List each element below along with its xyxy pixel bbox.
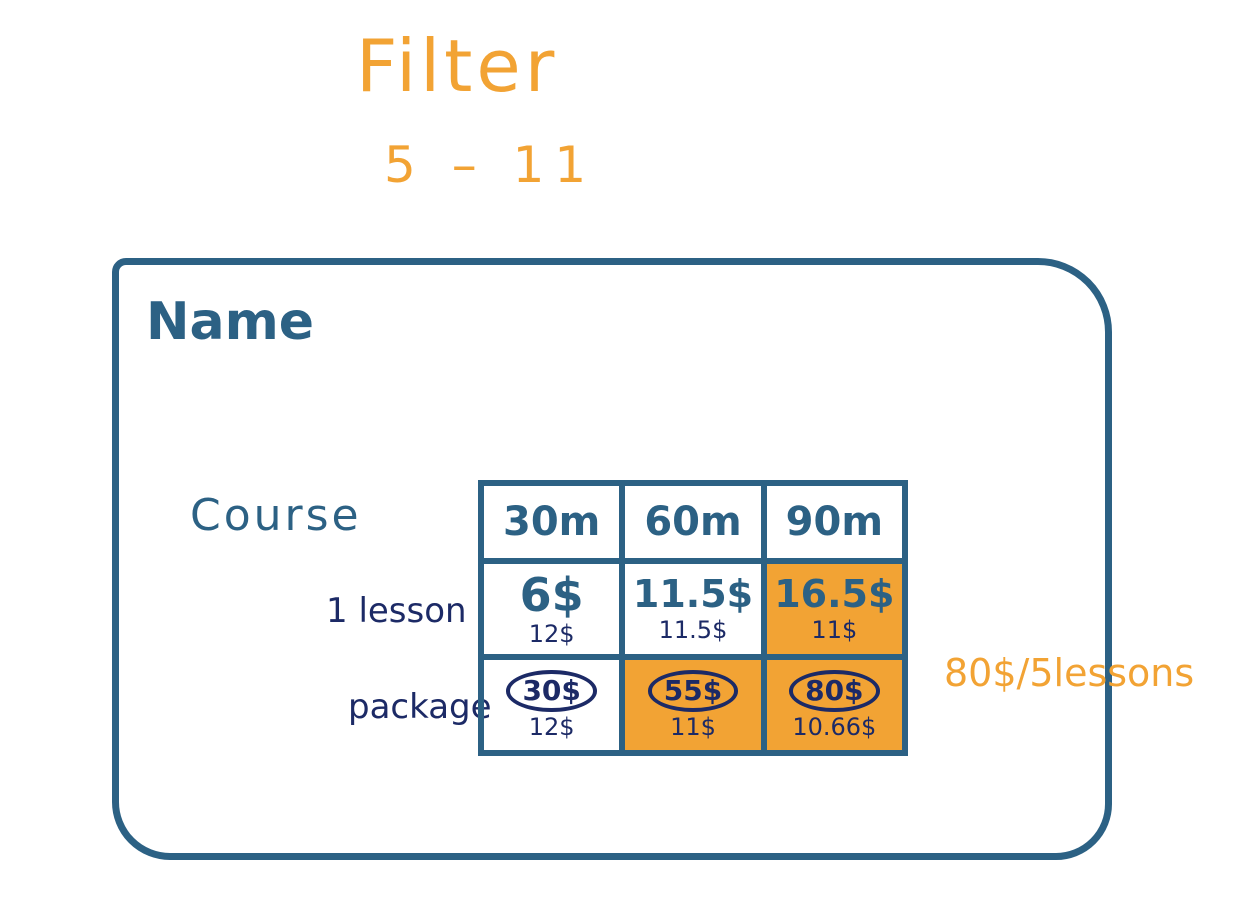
package-price-circled: 55$ — [647, 670, 739, 712]
price-value: 16.5$ — [774, 571, 895, 616]
column-header-30m: 30m — [477, 480, 626, 564]
price-row-1-lesson: 6$ 12$ 11.5$ 11.5$ 16.5$ 11$ — [477, 558, 909, 660]
price-cell-1-lesson-30m[interactable]: 6$ 12$ — [477, 558, 626, 660]
price-row-package: 30$ 12$ 55$ 11$ 80$ 10.66$ — [477, 654, 909, 756]
name-label: Name — [146, 292, 315, 352]
price-table-header-row: 30m 60m 90m — [477, 480, 909, 564]
price-table: 30m 60m 90m 6$ 12$ 11.5$ 11.5$ 16.5$ 11$… — [477, 480, 909, 756]
price-cell-package-60m[interactable]: 55$ 11$ — [619, 654, 767, 756]
package-price-circled: 80$ — [789, 670, 880, 712]
per-lesson-price: 11$ — [670, 712, 716, 741]
filter-title: Filter — [356, 24, 559, 108]
per-lesson-price: 12$ — [528, 619, 575, 648]
row-label-1-lesson: 1 lesson — [326, 591, 467, 631]
per-lesson-price: 10.66$ — [792, 712, 877, 741]
package-annotation: 80$/5lessons — [944, 651, 1195, 695]
filter-range: 5 – 11 — [384, 136, 597, 194]
price-cell-package-30m[interactable]: 30$ 12$ — [477, 654, 626, 756]
price-value: 11.5$ — [632, 571, 754, 616]
per-lesson-price: 12$ — [528, 712, 575, 741]
price-cell-1-lesson-90m[interactable]: 16.5$ 11$ — [760, 558, 909, 660]
course-label: Course — [190, 490, 362, 541]
column-header-90m: 90m — [760, 480, 909, 564]
price-value: 6$ — [519, 567, 584, 622]
course-card — [112, 258, 1112, 860]
per-lesson-price: 11.5$ — [658, 615, 728, 644]
package-price-circled: 30$ — [506, 670, 597, 712]
column-header-60m: 60m — [619, 480, 767, 564]
per-lesson-price: 11$ — [811, 615, 858, 644]
row-label-package: package — [348, 687, 492, 727]
price-cell-package-90m[interactable]: 80$ 10.66$ — [760, 654, 909, 756]
price-cell-1-lesson-60m[interactable]: 11.5$ 11.5$ — [619, 558, 767, 660]
